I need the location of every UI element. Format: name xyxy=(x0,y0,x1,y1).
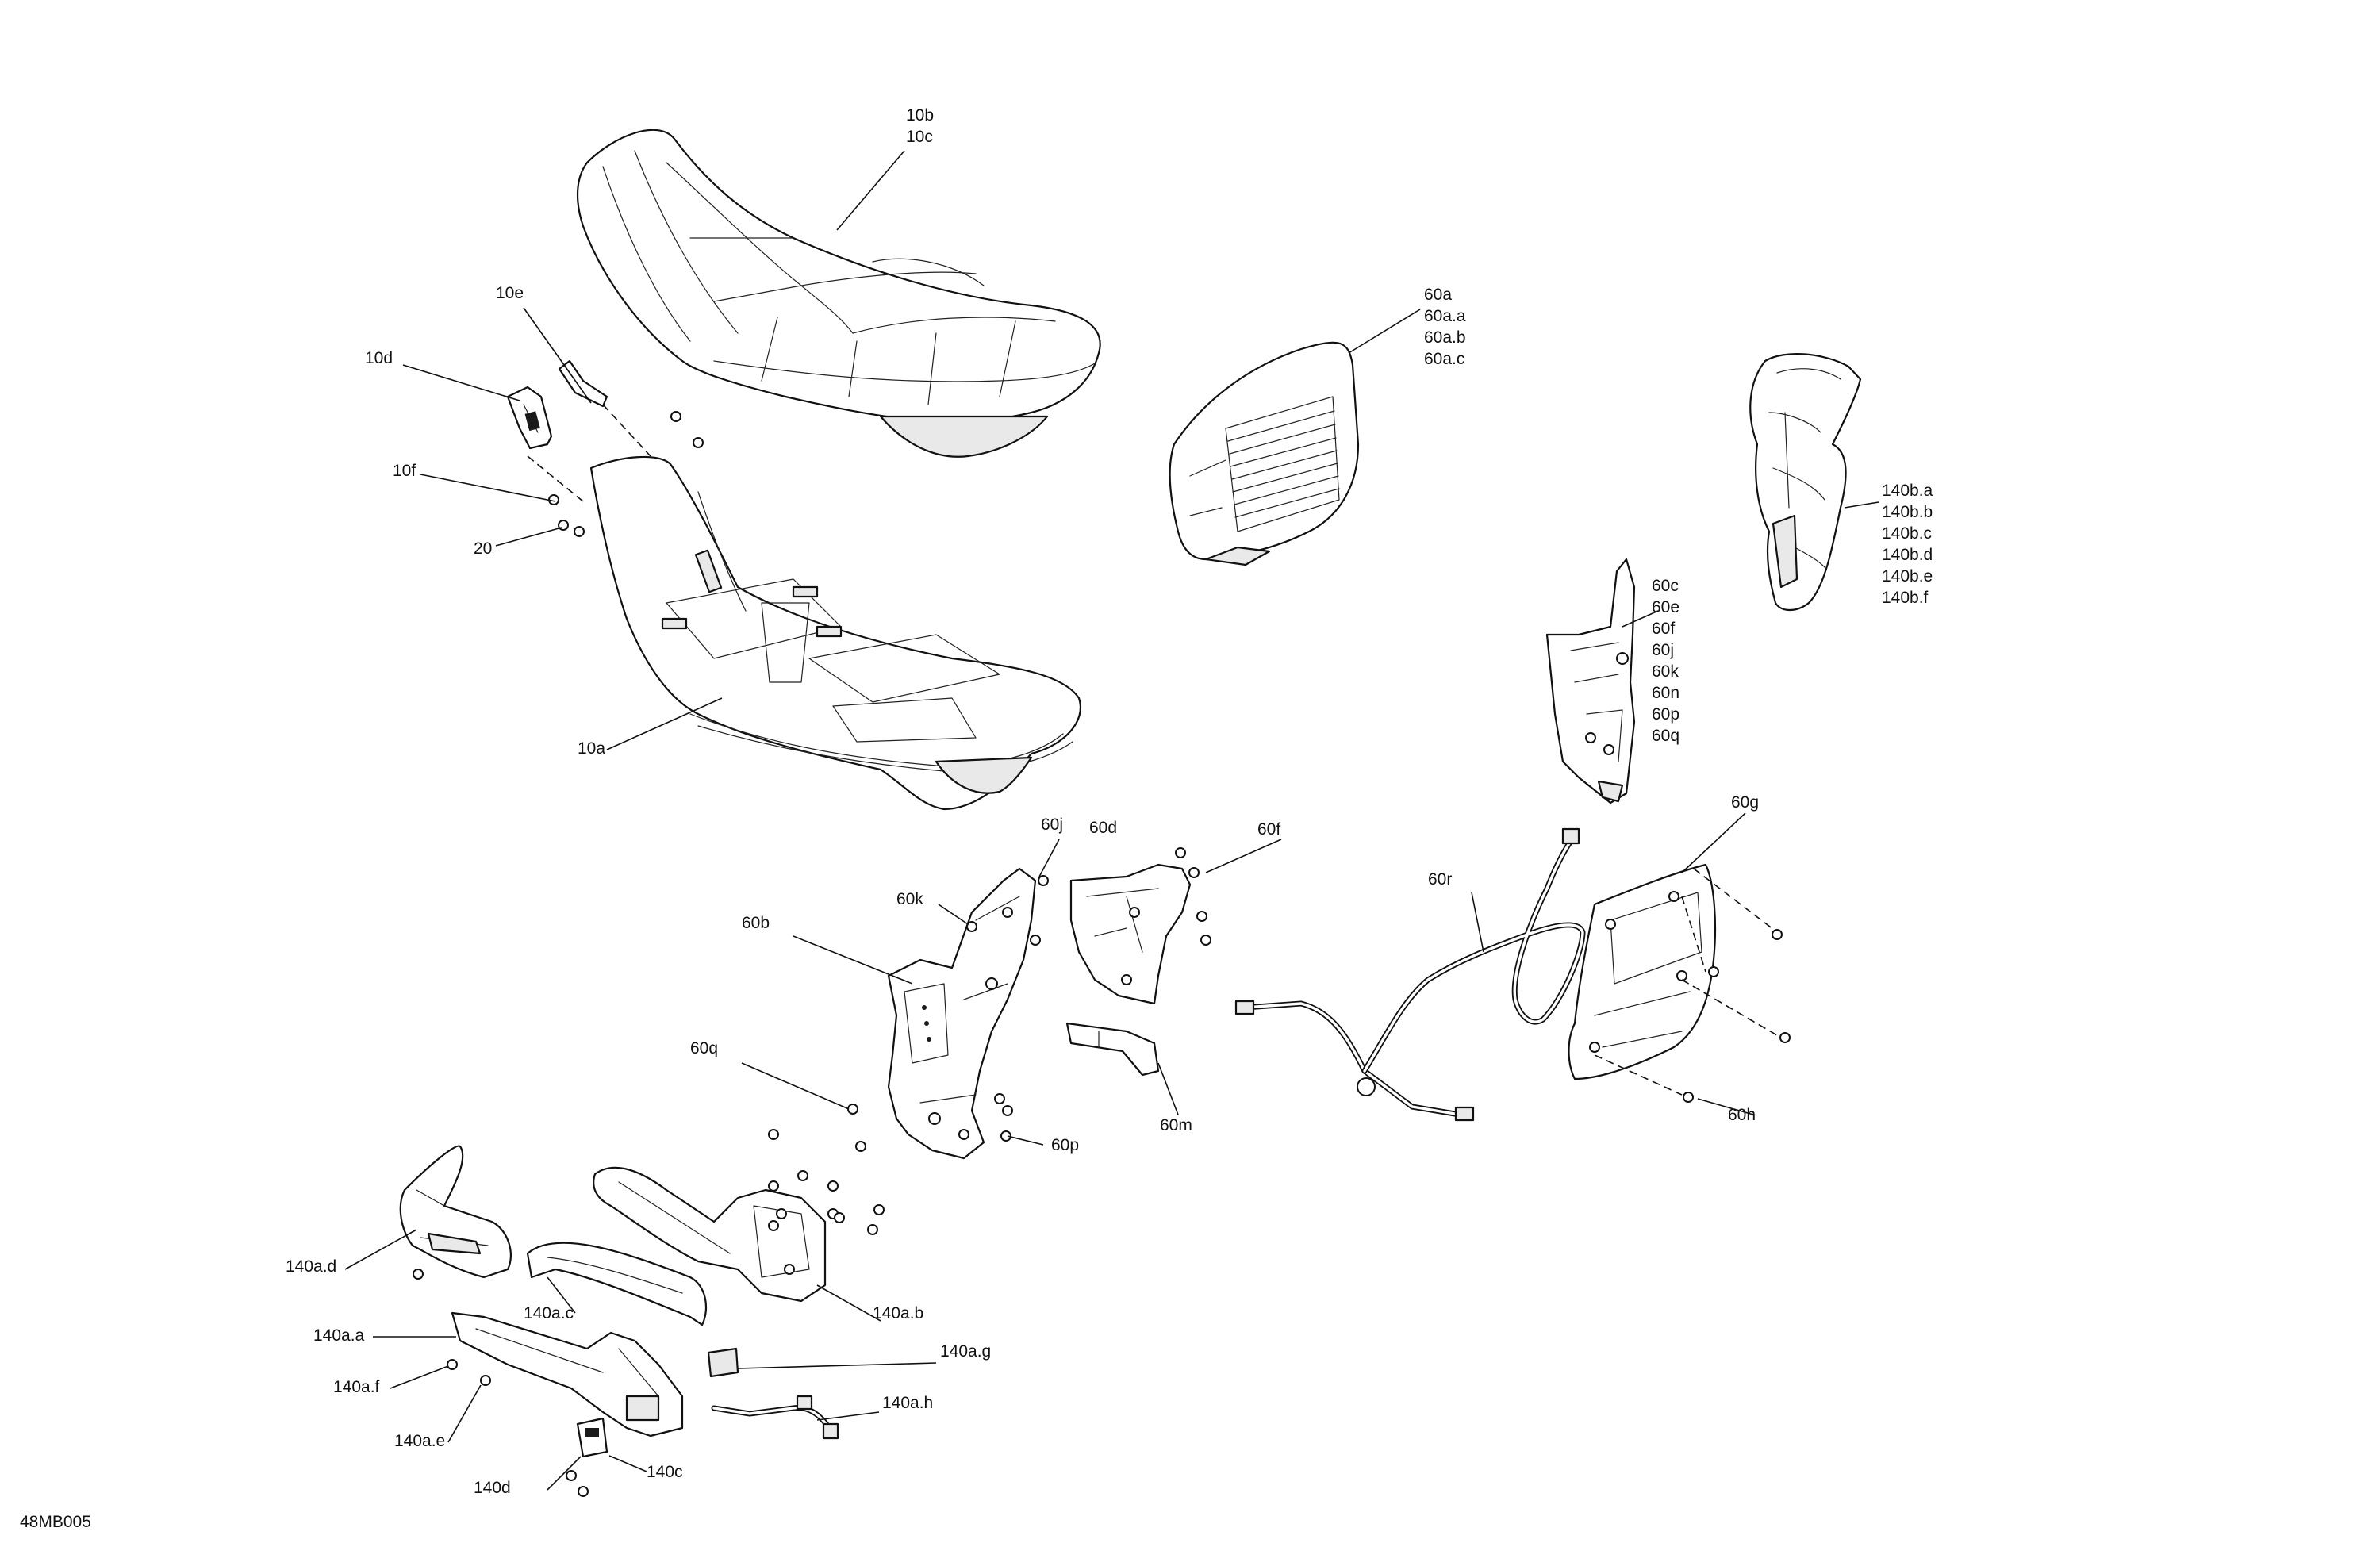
callout-10e: 10e xyxy=(496,284,524,302)
callout-60q: 60q xyxy=(690,1039,718,1057)
callout-140b: 140b.a 140b.b 140b.c 140b.d 140b.e 140b.… xyxy=(1882,482,1937,607)
callout-140c: 140c xyxy=(647,1463,683,1481)
callout-10d: 10d xyxy=(365,349,393,367)
callout-10f: 10f xyxy=(393,462,416,480)
part-clip xyxy=(1065,1022,1160,1077)
callout-60m: 60m xyxy=(1160,1116,1192,1134)
part-side-bracket-upper xyxy=(1545,558,1636,804)
callout-60d: 60d xyxy=(1089,819,1117,837)
callout-20: 20 xyxy=(474,539,492,558)
callout-60r: 60r xyxy=(1428,870,1452,889)
part-hook xyxy=(558,359,608,408)
callout-60f: 60f xyxy=(1257,820,1280,839)
part-connector xyxy=(707,1347,739,1378)
callout-140a-e: 140a.e xyxy=(394,1432,445,1450)
part-short-cable xyxy=(711,1395,839,1440)
callout-140a-b: 140a.b xyxy=(873,1304,923,1322)
part-inner-bracket xyxy=(1069,863,1192,1005)
callout-140a-a: 140a.a xyxy=(313,1326,365,1345)
part-side-bracket-main xyxy=(887,867,1037,1160)
part-lower-rail xyxy=(451,1311,684,1437)
callout-140a-c: 140a.c xyxy=(524,1304,574,1322)
part-seat-cushion xyxy=(577,129,1101,458)
callout-labels: 10b 10c 10e 10d 10f 20 10a 60a 60a.a 60a… xyxy=(20,106,1937,1531)
callout-60c: 60c 60e 60f 60j 60k 60n 60p 60q xyxy=(1652,577,1684,745)
part-seat-base xyxy=(589,455,1081,811)
callout-10b: 10b 10c xyxy=(906,106,939,146)
part-small-plate xyxy=(576,1417,608,1458)
part-handle-bar xyxy=(526,1242,708,1326)
callout-140d: 140d xyxy=(474,1479,511,1497)
part-wire-harness xyxy=(1234,827,1586,1122)
part-front-cover xyxy=(399,1145,512,1279)
leader-lines xyxy=(344,150,1879,1491)
callout-140a-h: 140a.h xyxy=(882,1394,933,1412)
callout-60b: 60b xyxy=(742,914,770,932)
fasteners xyxy=(413,404,1791,1497)
callout-60j: 60j xyxy=(1041,816,1063,834)
callout-10a: 10a xyxy=(578,739,605,758)
drawing-id: 48MB005 xyxy=(20,1513,91,1531)
callout-140a-d: 140a.d xyxy=(286,1257,336,1276)
part-handle-upper xyxy=(1749,353,1862,612)
part-side-panel xyxy=(1568,863,1717,1080)
callout-60a: 60a 60a.a 60a.b 60a.c xyxy=(1424,286,1470,368)
callout-60p: 60p xyxy=(1051,1136,1079,1154)
part-latch-bracket xyxy=(506,386,553,450)
callout-60h: 60h xyxy=(1728,1106,1756,1124)
callout-60g: 60g xyxy=(1731,793,1759,812)
callout-140a-f: 140a.f xyxy=(333,1378,380,1396)
callout-60k: 60k xyxy=(896,890,923,908)
callout-140a-g: 140a.g xyxy=(940,1342,991,1361)
part-radiator-cover xyxy=(1169,341,1360,566)
